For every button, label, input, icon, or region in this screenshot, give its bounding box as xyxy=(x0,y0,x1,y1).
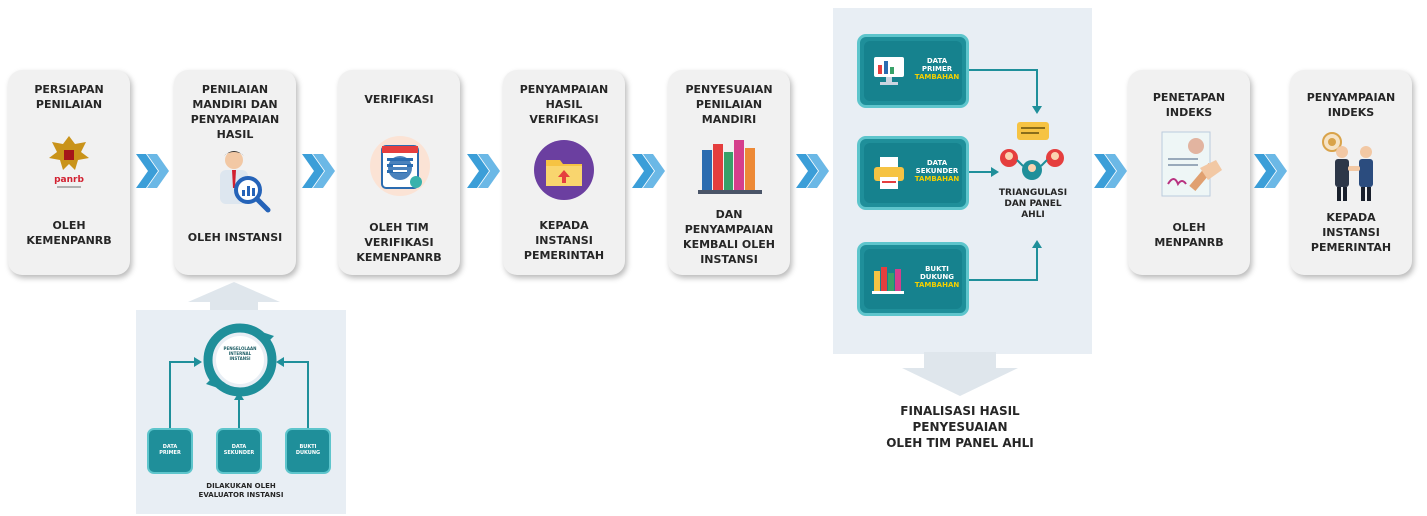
evaluator-box-data-primer: DATA PRIMER xyxy=(147,428,193,474)
step-card-persiapan: PERSIAPAN PENILAIAN panrb OLEH KEMENPANR… xyxy=(8,70,130,275)
chevron-right-icon xyxy=(467,154,500,188)
step-card-penyesuaian: PENYESUAIAN PENILAIAN MANDIRI DAN PENYAM… xyxy=(668,70,790,275)
triangulation-label: TRIANGULASI DAN PANEL AHLI xyxy=(998,188,1068,220)
chevron-right-icon xyxy=(632,154,665,188)
step-bottom: DAN PENYAMPAIAN KEMBALI OLEH INSTANSI xyxy=(683,208,775,266)
signed-certificate-icon xyxy=(1156,128,1226,202)
folder-upload-icon xyxy=(532,138,596,202)
evaluator-box-label: DATA SEKUNDER xyxy=(223,444,255,456)
document-check-icon xyxy=(366,132,434,200)
source-sub-text: TAMBAHAN xyxy=(914,175,960,183)
evaluator-box-label: BUKTI DUKUNG xyxy=(295,444,321,456)
evaluator-box-label: DATA PRIMER xyxy=(159,444,181,456)
chevron-right-icon xyxy=(1254,154,1287,188)
chevron-right-icon xyxy=(302,154,335,188)
step-card-penyampaian-hasil: PENYAMPAIAN HASIL VERIFIKASI KEPADA INST… xyxy=(503,70,625,275)
step-bottom: KEPADA INSTANSI PEMERINTAH xyxy=(1310,211,1392,254)
source-label-text: DATA PRIMER xyxy=(921,57,953,73)
step-title: PERSIAPAN PENILAIAN xyxy=(34,83,104,111)
evaluator-box-bukti-dukung: BUKTI DUKUNG xyxy=(285,428,331,474)
step-title: PENYAMPAIAN INDEKS xyxy=(1306,91,1396,119)
step-card-penetapan-indeks: PENETAPAN INDEKS OLEH MENPANRB xyxy=(1128,70,1250,275)
source-label-text: BUKTI DUKUNG xyxy=(919,265,955,281)
finalization-caption: FINALISASI HASIL PENYESUAIAN OLEH TIM PA… xyxy=(886,404,1034,450)
source-label-text: DATA SEKUNDER xyxy=(915,159,959,175)
cycle-icon xyxy=(203,323,277,397)
handshake-award-icon xyxy=(1318,128,1388,204)
person-analysis-icon xyxy=(204,146,274,216)
source-box-data-primer: DATA PRIMER TAMBAHAN xyxy=(857,34,969,108)
step-card-penilaian-mandiri: PENILAIAN MANDIRI DAN PENYAMPAIAN HASIL … xyxy=(174,70,296,275)
step-bottom: OLEH MENPANRB xyxy=(1154,221,1224,249)
cycle-label: PENGELOLAAN INTERNAL INSTANSI xyxy=(223,346,257,361)
step-title: PENETAPAN INDEKS xyxy=(1152,91,1226,119)
down-arrow-icon xyxy=(902,352,1018,396)
printer-icon xyxy=(874,157,904,189)
step-bottom: KEPADA INSTANSI PEMERINTAH xyxy=(523,219,605,262)
step-title: VERIFIKASI xyxy=(364,93,434,106)
source-box-data-sekunder: DATA SEKUNDER TAMBAHAN xyxy=(857,136,969,210)
panel-ahli-section: DATA PRIMER TAMBAHAN DATA SEKUNDER TAMBA… xyxy=(833,8,1092,354)
evaluator-box-data-sekunder: DATA SEKUNDER xyxy=(216,428,262,474)
triangulation-people-icon xyxy=(1000,122,1064,180)
monitor-data-icon xyxy=(874,57,904,85)
step-title: PENILAIAN MANDIRI DAN PENYAMPAIAN HASIL xyxy=(190,83,280,141)
step-bottom: OLEH KEMENPANRB xyxy=(26,219,112,247)
books-icon xyxy=(698,136,762,196)
evaluator-caption: DILAKUKAN OLEH EVALUATOR INSTANSI xyxy=(198,482,284,499)
evaluator-section: PENGELOLAAN INTERNAL INSTANSI DATA PRIME… xyxy=(136,310,346,514)
source-sub-text: TAMBAHAN xyxy=(914,281,960,289)
source-label: DATA PRIMER TAMBAHAN xyxy=(914,57,960,81)
step-title: PENYAMPAIAN HASIL VERIFIKASI xyxy=(519,83,609,126)
chevron-right-icon xyxy=(136,154,169,188)
connector-lines xyxy=(969,69,1042,281)
garuda-panrb-logo: panrb xyxy=(44,132,94,192)
up-arrow-icon xyxy=(188,282,280,310)
step-card-penyampaian-indeks: PENYAMPAIAN INDEKS KEPADA INSTANSI PEMER… xyxy=(1290,70,1412,275)
books-icon xyxy=(872,267,904,294)
svg-text:panrb: panrb xyxy=(54,175,84,185)
source-sub-text: TAMBAHAN xyxy=(914,73,960,81)
source-box-bukti-dukung: BUKTI DUKUNG TAMBAHAN xyxy=(857,242,969,316)
step-bottom: OLEH TIM VERIFIKASI KEMENPANRB xyxy=(356,221,442,264)
chevron-right-icon xyxy=(1094,154,1127,188)
source-label: BUKTI DUKUNG TAMBAHAN xyxy=(914,265,960,289)
step-title: PENYESUAIAN PENILAIAN MANDIRI xyxy=(685,83,773,126)
chevron-right-icon xyxy=(796,154,829,188)
step-bottom: OLEH INSTANSI xyxy=(187,231,283,244)
step-card-verifikasi: VERIFIKASI OLEH TIM VERIFIKASI KEMENPANR… xyxy=(338,70,460,275)
source-label: DATA SEKUNDER TAMBAHAN xyxy=(914,159,960,183)
